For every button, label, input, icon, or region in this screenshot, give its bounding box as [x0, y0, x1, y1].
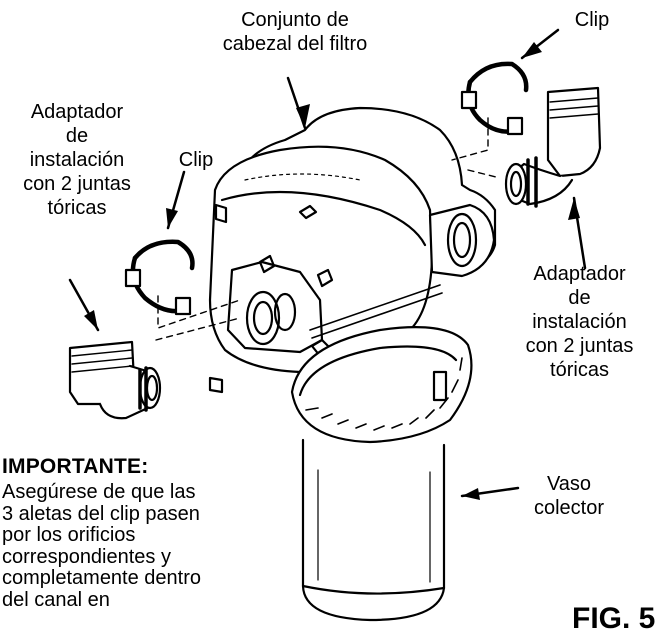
right-elbow-adapter: [504, 86, 602, 208]
figure-label: FIG. 5: [572, 602, 656, 635]
filter-head-body: [208, 106, 497, 394]
locking-ring: [290, 326, 473, 444]
sump-bowl: [301, 438, 446, 622]
alignment-lines: [155, 117, 501, 341]
left-clip: [124, 239, 195, 316]
bowl-label: Vaso colector: [533, 473, 605, 519]
left-clip-label: Clip: [178, 149, 214, 171]
right-clip: [460, 61, 529, 136]
right-adapter-label: Adaptador de instalación con 2 juntas tó…: [525, 263, 634, 381]
head-assembly-label: Conjunto de cabezal del filtro: [222, 9, 368, 55]
important-title: IMPORTANTE:: [2, 455, 149, 478]
left-elbow-adapter: [68, 340, 162, 420]
left-adapter-label: Adaptador de instalación con 2 juntas tó…: [23, 101, 131, 219]
right-clip-label: Clip: [574, 9, 610, 31]
important-body: Asegúrese de que las 3 aletas del clip p…: [2, 481, 202, 611]
